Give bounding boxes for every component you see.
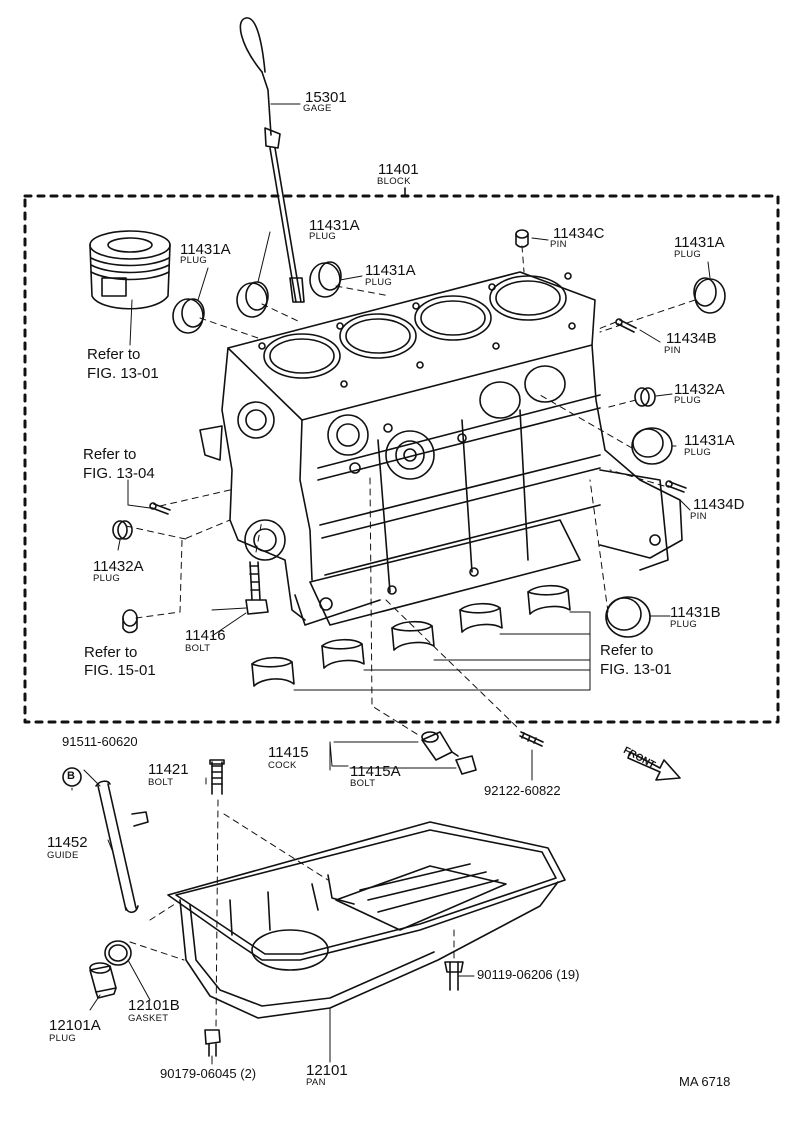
part-number-plug-left: 11431A (180, 241, 231, 258)
drain-cock-icon (421, 731, 459, 761)
part-name-bolt-11416: BOLT (185, 643, 211, 654)
part-name-cock: COCK (268, 760, 297, 771)
bearing-icon (459, 602, 503, 633)
small-plug-icon (122, 609, 138, 634)
part-name-pin-b: PIN (664, 345, 681, 356)
part-name-small-plug-left: PLUG (93, 573, 121, 584)
ring-mark: B (67, 770, 75, 782)
part-name-plug-mid: PLUG (365, 277, 393, 288)
leader-lines (71, 231, 711, 1065)
part-number-drain-plug: 12101A (49, 1017, 101, 1034)
drain-plug-icon (89, 962, 117, 999)
plug-icon (236, 281, 269, 318)
bearing-icon (321, 638, 365, 669)
part-number-bolt-11416: 11416 (185, 627, 226, 644)
part-number-cock: 11415 (268, 744, 309, 761)
part-name-plug-top: PLUG (309, 231, 337, 242)
small-plug-icon (112, 520, 133, 540)
dipstick-gage-icon (239, 17, 305, 303)
part-number-pin-c: 11434C (553, 225, 605, 242)
front-arrow-icon (627, 751, 681, 781)
part-number-small-plug-right: 11432A (674, 381, 725, 398)
bolt-icon (204, 1029, 221, 1057)
block-assembly-frame (23, 187, 780, 724)
bolt-icon (245, 561, 269, 615)
part-number-small-plug-left: 11432A (93, 558, 144, 575)
refer-bearing-line1: Refer to (600, 642, 654, 659)
piston-icon (89, 230, 171, 346)
code-pan-plug-bolt: 90179-06045 (2) (160, 1066, 257, 1081)
pin-icon (149, 502, 171, 515)
refer-plug-line1: Refer to (84, 644, 138, 661)
part-name-pan: PAN (306, 1077, 326, 1088)
pin-icon (665, 480, 687, 493)
part-name-plug-right: PLUG (674, 249, 702, 260)
part-number-plug-right: 11431A (674, 234, 725, 251)
guide-ring-icon (62, 767, 82, 787)
part-name-guide: GUIDE (47, 850, 79, 861)
plug-icon (605, 596, 651, 638)
plug-icon (631, 427, 673, 465)
part-number-guide: 11452 (47, 834, 88, 851)
stud-bolt-icon (519, 731, 544, 747)
code-pan-bolt: 90119-06206 (19) (477, 967, 580, 982)
part-number-gasket: 12101B (128, 997, 180, 1014)
part-name-pin-d: PIN (690, 511, 707, 522)
refer-piston-line2: FIG. 13-01 (87, 365, 159, 382)
part-name-pin-c: PIN (550, 239, 567, 250)
oil-level-guide-tube-icon (95, 780, 149, 914)
refer-pin-line2: FIG. 13-04 (83, 465, 155, 482)
oil-pan-icon (167, 821, 566, 1019)
refer-plug-line2: FIG. 15-01 (84, 662, 156, 679)
part-number-plug-rear: 11431A (684, 432, 735, 449)
part-name-plug-rear: PLUG (684, 447, 712, 458)
part-name-drain-plug: PLUG (49, 1033, 77, 1044)
plug-icon (693, 277, 726, 314)
refer-pin-line1: Refer to (83, 446, 137, 463)
bearing-icon (251, 656, 295, 687)
bolt-icon (209, 759, 225, 795)
part-name-plug-431b: PLUG (670, 619, 698, 630)
part-number-plug-top: 11431A (309, 217, 360, 234)
refer-piston-line1: Refer to (87, 346, 141, 363)
plug-icon (309, 261, 342, 298)
small-plug-icon (634, 387, 656, 407)
part-name-bolt-11421: BOLT (148, 777, 174, 788)
gasket-icon (104, 940, 132, 966)
part-name-block: BLOCK (377, 176, 411, 187)
part-name-small-plug-right: PLUG (674, 395, 702, 406)
figure-id: MA 6718 (679, 1074, 731, 1089)
part-name-gage: GAGE (303, 103, 332, 114)
part-number-pin-b: 11434B (666, 330, 717, 347)
bearing-icon (527, 584, 571, 615)
drain-cock-bolt-icon (455, 755, 477, 775)
part-number-plug-mid: 11431A (365, 262, 416, 279)
part-number-block: 11401 (378, 161, 419, 178)
part-number-gage: 15301 (305, 89, 347, 106)
pin-icon (515, 229, 529, 248)
part-number-pan: 12101 (306, 1062, 348, 1079)
refer-bearing-line2: FIG. 13-01 (600, 661, 672, 678)
part-name-bolt-11415a: BOLT (350, 778, 376, 789)
part-number-bolt-11415a: 11415A (350, 763, 401, 780)
cylinder-block-icon (199, 271, 683, 626)
code-guide-ring: 91511-60620 (62, 734, 138, 749)
part-number-pin-d: 11434D (693, 496, 745, 513)
alignment-lines (125, 245, 696, 1029)
part-name-plug-left: PLUG (180, 255, 208, 266)
part-number-plug-431b: 11431B (670, 604, 721, 621)
plug-icon (172, 298, 205, 334)
part-name-gasket: GASKET (128, 1013, 169, 1024)
code-stud: 92122-60822 (484, 783, 561, 798)
part-number-bolt-11421: 11421 (148, 761, 189, 778)
